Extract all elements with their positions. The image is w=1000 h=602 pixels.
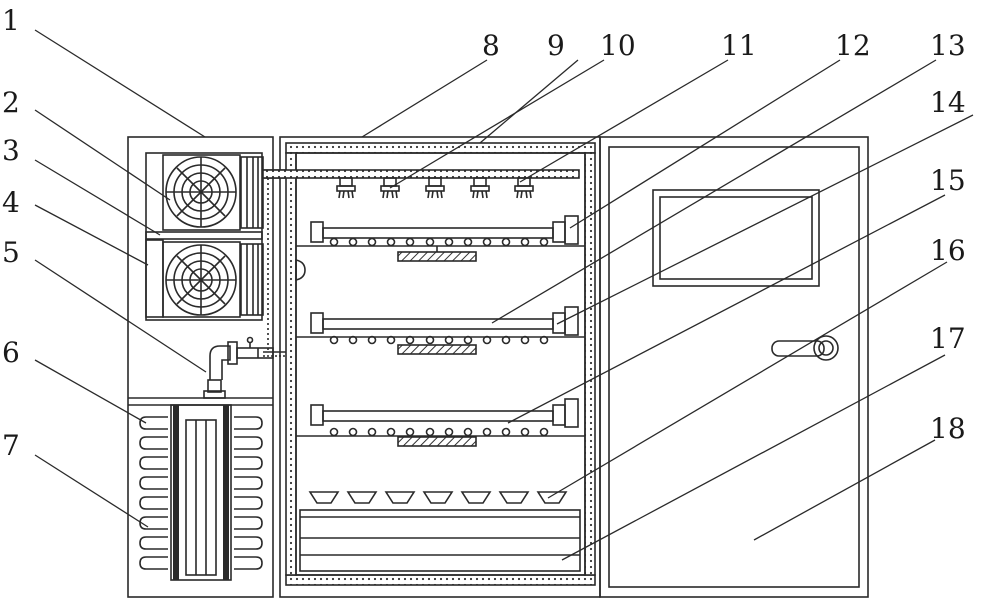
callout-9: 9	[547, 29, 565, 62]
callout-11: 11	[721, 29, 757, 62]
fan-motor	[145, 239, 164, 318]
leader-lines	[34, 29, 974, 561]
door-window	[659, 196, 813, 280]
heat-exchanger	[139, 404, 263, 581]
callout-2: 2	[2, 86, 20, 119]
callout-16: 16	[930, 234, 966, 267]
shelf-3	[296, 398, 585, 447]
callout-1: 1	[2, 4, 20, 37]
door-panel[interactable]	[608, 146, 860, 588]
bottom-tray	[299, 509, 581, 572]
fan-lower-icon	[162, 241, 241, 318]
insulation-top	[285, 142, 596, 154]
spray-nozzles	[336, 177, 534, 199]
callout-10: 10	[600, 29, 636, 62]
shelf-2	[296, 306, 585, 355]
callout-3: 3	[2, 134, 20, 167]
callout-12: 12	[835, 29, 871, 62]
fan-fins	[240, 156, 264, 316]
callout-18: 18	[930, 412, 966, 445]
insulation-bottom	[285, 574, 596, 586]
insulation-left	[285, 152, 297, 576]
callout-6: 6	[2, 336, 20, 369]
middle-cabinet-housing	[279, 136, 601, 598]
callout-13: 13	[930, 29, 966, 62]
callout-7: 7	[2, 429, 20, 462]
callout-5: 5	[2, 236, 20, 269]
door-window-frame	[652, 189, 820, 287]
left-cabinet-housing	[127, 136, 274, 598]
door-handle-icon[interactable]	[771, 335, 839, 361]
shelf-1	[296, 215, 585, 262]
sensor	[295, 259, 306, 281]
callout-15: 15	[930, 164, 966, 197]
callout-labels: 1 2 3 4 5 6 7 8 9 10 11 12 13 14 15 16 1…	[2, 4, 966, 462]
callout-8: 8	[482, 29, 500, 62]
callout-17: 17	[930, 322, 966, 355]
callout-14: 14	[930, 86, 966, 119]
spray-pipe	[262, 169, 580, 179]
door-frame	[599, 136, 869, 598]
fan-divider-plate	[145, 231, 263, 240]
pump-elbow	[203, 336, 274, 399]
callout-4: 4	[2, 186, 20, 219]
funnels	[308, 491, 568, 504]
fan-upper-icon	[162, 154, 241, 231]
